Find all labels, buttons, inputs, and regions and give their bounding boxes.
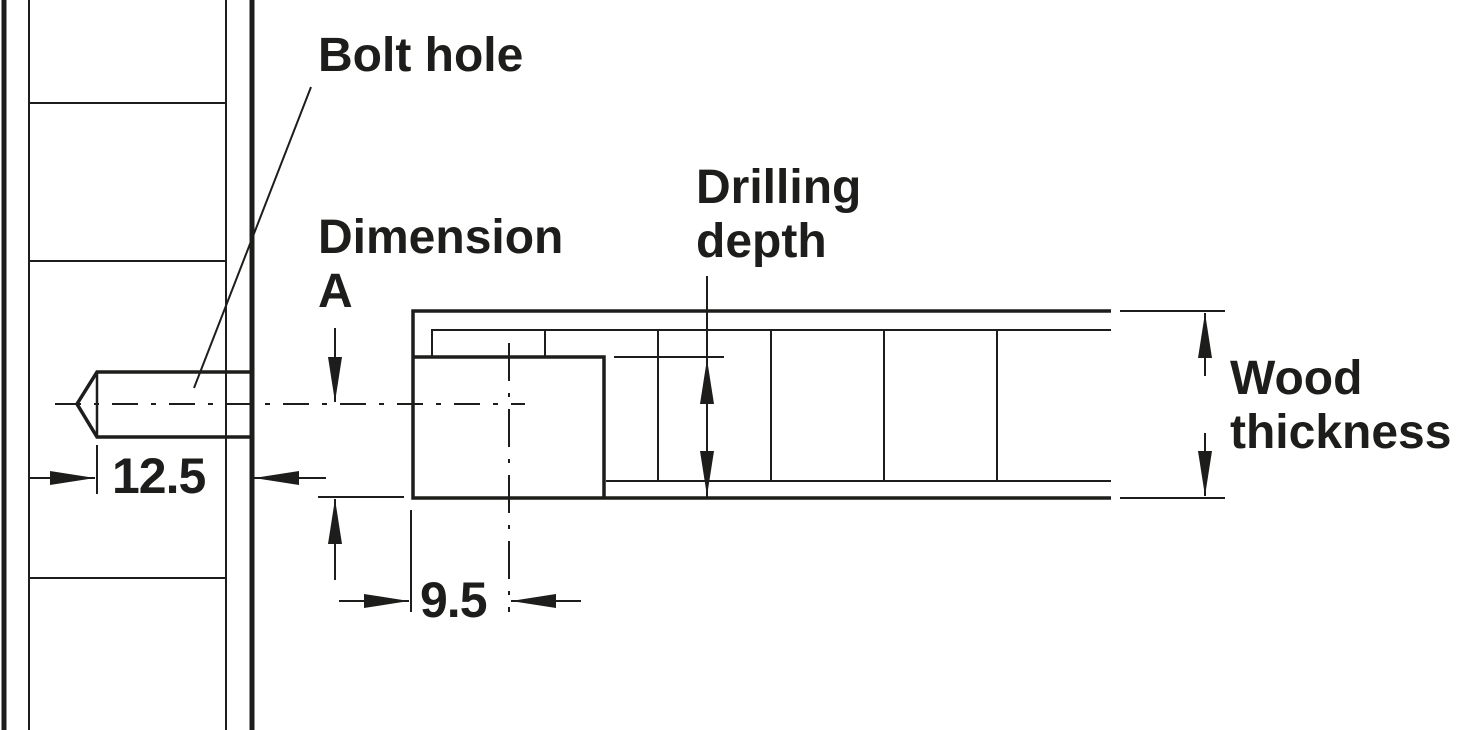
dimension-value-12-5: 12.5 bbox=[112, 448, 206, 504]
arrow-9-5-right bbox=[511, 594, 556, 608]
arrow-12-5-right bbox=[254, 471, 299, 485]
side-panel bbox=[1, 0, 255, 730]
arrow-wood-thickness-down bbox=[1198, 451, 1212, 496]
label-dimension-a: A bbox=[318, 265, 353, 318]
label-bolt-hole: Bolt hole bbox=[318, 29, 524, 82]
arrow-12-5-left bbox=[50, 471, 95, 485]
arrow-dimension-a-up bbox=[328, 499, 342, 544]
arrow-9-5-left bbox=[364, 594, 409, 608]
label-wood: Wood bbox=[1230, 352, 1363, 405]
connector-housing bbox=[413, 355, 606, 498]
label-wood-thickness: thickness bbox=[1230, 406, 1452, 459]
label-drilling: Drilling bbox=[696, 161, 862, 214]
arrow-wood-thickness-up bbox=[1198, 313, 1212, 358]
panel-section bbox=[411, 309, 1111, 500]
arrow-dimension-a-down bbox=[328, 357, 342, 402]
label-dimension: Dimension bbox=[318, 211, 564, 264]
label-drilling-depth: depth bbox=[696, 215, 827, 268]
wood-thickness-lines bbox=[1120, 310, 1225, 499]
bolt-hole-leader bbox=[193, 86, 312, 389]
dimension-value-9-5: 9.5 bbox=[420, 572, 488, 628]
arrow-drilling-depth-up bbox=[700, 359, 714, 404]
arrow-drilling-depth-down bbox=[700, 451, 714, 496]
